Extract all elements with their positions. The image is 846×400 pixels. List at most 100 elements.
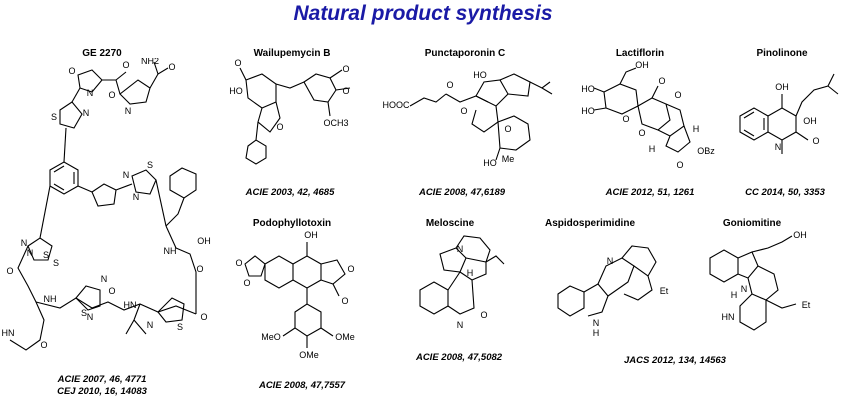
reference-punctaporonin: ACIE 2008, 47,6189 bbox=[418, 187, 506, 198]
atom-label: O bbox=[676, 160, 683, 170]
atom-label: O bbox=[122, 60, 129, 70]
atom-label: OH bbox=[635, 60, 649, 70]
atom-label: O bbox=[168, 62, 175, 72]
aspidosperimidine-structure: N Et N H bbox=[557, 245, 669, 338]
atom-label: O bbox=[200, 312, 207, 322]
reference-wailupemycin: ACIE 2003, 42, 4685 bbox=[245, 187, 335, 198]
atom-label: O bbox=[446, 80, 453, 90]
atom-label: OH bbox=[304, 230, 318, 240]
atom-label: S bbox=[51, 112, 57, 122]
atom-label: N bbox=[775, 142, 782, 152]
atom-label: NH bbox=[164, 246, 177, 256]
atom-label: O bbox=[108, 90, 115, 100]
atom-label: O bbox=[235, 258, 242, 268]
atom-label: N bbox=[21, 238, 28, 248]
compound-name-lactiflorin: Lactiflorin bbox=[615, 48, 665, 59]
atom-label: O bbox=[658, 76, 665, 86]
atom-label: N bbox=[457, 320, 464, 330]
goniomitine-structure: OH N H HN Et bbox=[709, 230, 811, 331]
podophyllotoxin-structure: OH O O O O MeO OMe OMe bbox=[235, 230, 355, 360]
atom-label: S bbox=[81, 308, 87, 318]
reference-meloscine: ACIE 2008, 47,5082 bbox=[415, 352, 503, 363]
atom-label: HO bbox=[581, 84, 595, 94]
atom-label: NH2 bbox=[141, 58, 159, 66]
reference-ge2270-2: CEJ 2010, 16, 14083 bbox=[57, 386, 147, 397]
atom-label: OH bbox=[793, 230, 807, 240]
ge2270-structure: O N O NH2 O N O S N N S N S N OH NH O N … bbox=[2, 58, 211, 351]
reference-podophyllotoxin: ACIE 2008, 47,7557 bbox=[258, 380, 346, 391]
atom-label: O bbox=[6, 266, 13, 276]
atom-label: HOOC bbox=[383, 100, 411, 110]
atom-label: O bbox=[196, 264, 203, 274]
atom-label: O bbox=[68, 66, 75, 76]
atom-label: N bbox=[457, 244, 464, 254]
atom-label: HN bbox=[124, 300, 137, 310]
atom-label: S bbox=[177, 322, 183, 332]
lactiflorin-structure: OH HO HO O O O O H OBz H O bbox=[581, 60, 715, 170]
atom-label: OMe bbox=[299, 350, 319, 360]
atom-label: O bbox=[234, 58, 241, 68]
atom-label: H bbox=[693, 124, 700, 134]
reference-lactiflorin: ACIE 2012, 51, 1261 bbox=[605, 187, 695, 198]
page-title: Natural product synthesis bbox=[293, 2, 553, 25]
atom-label: N bbox=[101, 274, 108, 284]
atom-label: OH bbox=[803, 116, 817, 126]
atom-label: HN bbox=[2, 328, 15, 338]
atom-label: Me bbox=[502, 154, 515, 164]
atom-label: S bbox=[43, 250, 49, 260]
atom-label: N bbox=[607, 256, 614, 266]
atom-label: O bbox=[480, 310, 487, 320]
atom-label: Et bbox=[802, 300, 811, 310]
atom-label: S bbox=[147, 160, 153, 170]
atom-label: O bbox=[342, 86, 349, 96]
reference-goniomitine: JACS 2012, 134, 14563 bbox=[624, 355, 726, 366]
compound-name-goniomitine: Goniomitine bbox=[722, 218, 782, 229]
atom-label: HO bbox=[581, 106, 595, 116]
compound-name-wailupemycin: Wailupemycin B bbox=[253, 48, 331, 59]
atom-label: NH bbox=[44, 294, 57, 304]
atom-label: H bbox=[649, 144, 656, 154]
atom-label: S bbox=[53, 258, 59, 268]
reference-pinolinone: CC 2014, 50, 3353 bbox=[745, 187, 825, 198]
atom-label: OH bbox=[775, 82, 789, 92]
atom-label: N bbox=[593, 318, 600, 328]
atom-label: N bbox=[87, 88, 94, 98]
atom-label: OMe bbox=[335, 332, 355, 342]
pinolinone-structure: OH OH N O bbox=[739, 73, 839, 154]
atom-label: O bbox=[638, 128, 645, 138]
atom-label: O bbox=[341, 296, 348, 306]
atom-label: O bbox=[460, 106, 467, 116]
atom-label: HO bbox=[229, 86, 243, 96]
compound-name-podophyllotoxin: Podophyllotoxin bbox=[252, 218, 332, 229]
atom-label: Et bbox=[660, 286, 669, 296]
atom-label: N bbox=[133, 192, 140, 202]
atom-label: N bbox=[147, 320, 154, 330]
reference-ge2270-1: ACIE 2007, 46, 4771 bbox=[57, 374, 147, 385]
atom-label: HN bbox=[722, 312, 735, 322]
compound-name-aspidosperimidine: Aspidosperimidine bbox=[544, 218, 636, 229]
atom-label: O bbox=[243, 278, 250, 288]
compound-name-pinolinone: Pinolinone bbox=[756, 48, 808, 59]
atom-label: N bbox=[123, 170, 130, 180]
atom-label: O bbox=[342, 64, 349, 74]
atom-label: O bbox=[622, 114, 629, 124]
atom-label: OH bbox=[197, 236, 211, 246]
atom-label: N bbox=[83, 108, 90, 118]
atom-label: H bbox=[467, 268, 474, 278]
atom-label: H bbox=[731, 290, 738, 300]
atom-label: MeO bbox=[261, 332, 281, 342]
compound-name-punctaporonin: Punctaporonin C bbox=[424, 48, 506, 59]
atom-label: O bbox=[108, 286, 115, 296]
atom-label: O bbox=[674, 90, 681, 100]
atom-label: HO bbox=[473, 70, 487, 80]
atom-label: N bbox=[125, 106, 132, 116]
atom-label: OBz bbox=[697, 146, 715, 156]
atom-label: O bbox=[40, 340, 47, 350]
atom-label: OCH3 bbox=[323, 118, 348, 128]
atom-label: O bbox=[812, 136, 819, 146]
meloscine-structure: N H N O bbox=[419, 235, 505, 330]
atom-label: O bbox=[276, 122, 283, 132]
punctaporonin-structure: HOOC O O HO O HO Me bbox=[383, 70, 553, 168]
atom-label: O bbox=[504, 124, 511, 134]
compound-name-ge2270: GE 2270 bbox=[82, 48, 122, 59]
